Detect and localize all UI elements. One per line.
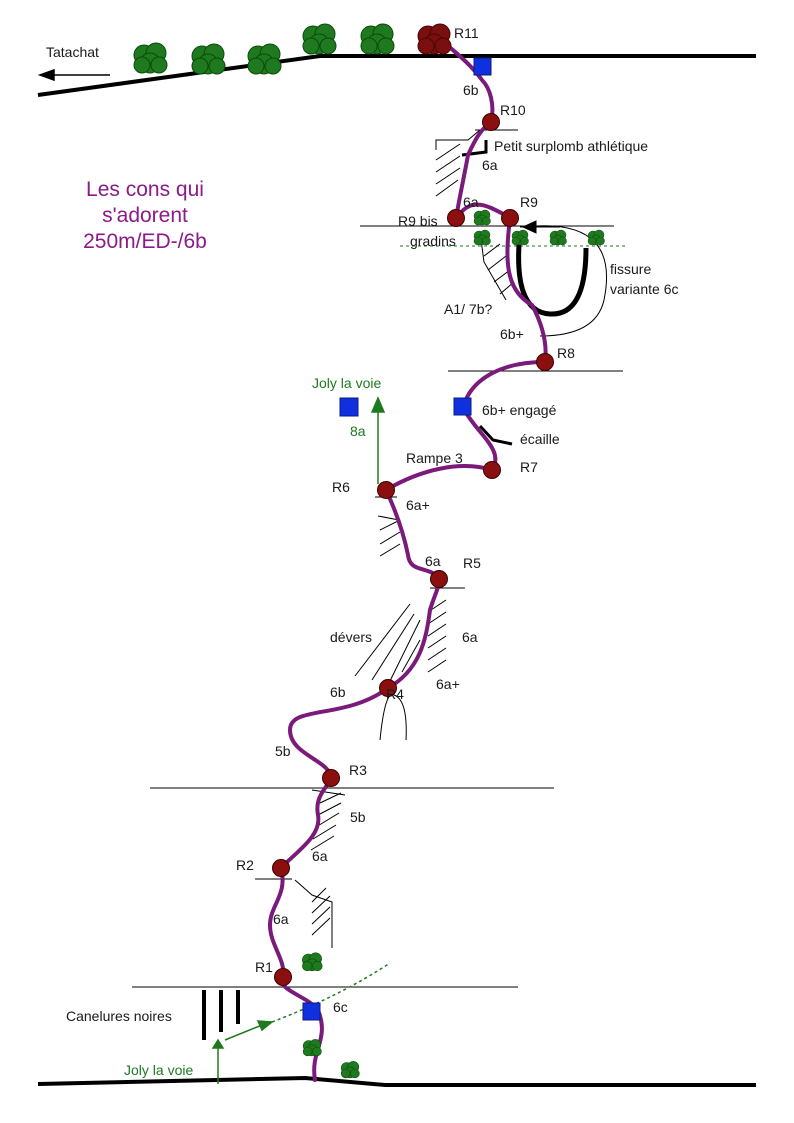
label-rampe: Rampe 3 [406,450,463,466]
belay-r5 [430,570,448,588]
bolt-6c [302,1002,321,1021]
trees [133,23,605,1079]
label-variante: variante 6c [610,281,678,297]
belay-label-r5: R5 [463,555,481,571]
belay-r6 [377,481,395,499]
bolts [302,57,492,1021]
belay-label-r1: R1 [255,959,273,975]
title-line-2: s'adorent [102,204,188,227]
canelures-marks [202,990,240,1040]
r9-arrow [520,220,560,234]
tree-top-3 [247,43,282,75]
label-joly-mid: Joly la voie [312,375,381,391]
tree-r9-3 [511,229,529,246]
fissure-outline [535,225,608,337]
belay-label-r11: R11 [454,25,479,41]
tree-r9-2 [473,229,491,246]
belay-r1 [274,968,292,986]
bolt-8a [339,397,359,417]
grade-6b-plus-r8: 6b+ [500,326,524,342]
base-ground-line [37,1075,756,1087]
grade-6a-plus-r4: 6a+ [436,676,460,692]
tree-top-2 [191,43,226,75]
belay-r4 [379,679,397,697]
tree-r1 [302,952,323,972]
label-joly-bottom: Joly la voie [124,1062,193,1078]
tree-top-1 [133,42,168,74]
tree-top-5 [360,23,395,55]
grade-6a-r4: 6a [462,629,478,645]
ecaille-stroke [478,424,513,446]
belay-label-r8: R8 [557,345,575,361]
belay-label-r3: R3 [349,762,367,778]
tatachat-arrow [37,68,110,82]
belay-label-r2: R2 [236,857,254,873]
tree-r9-4 [549,229,567,246]
bolt-r11 [473,57,492,76]
grade-6c: 6c [333,999,348,1015]
hatch-r6 [377,515,401,557]
tree-bottom-2 [340,1061,360,1079]
label-surplomb: Petit surplomb athlétique [494,138,648,154]
belay-label-r6: R6 [332,479,350,495]
belay-r8 [536,353,554,371]
tree-top-4 [302,23,337,55]
belay-label-r9: R9 [520,194,538,210]
grade-8a: 8a [350,423,366,439]
label-a1: A1/ 7b? [444,301,492,317]
belay-r9bis [447,209,465,227]
main-route [267,36,548,1082]
tree-r9-1 [473,209,491,226]
grade-6b-r10: 6b [463,82,479,98]
grade-6a-r2: 6a [312,848,328,864]
grade-6b-plus-engage: 6b+ engagé [482,402,557,418]
belay-label-r9bis: R9 bis [398,213,438,229]
title-line-1: Les cons qui [86,178,204,201]
devers-hatch [354,599,447,741]
joly-variant-route [211,962,391,1084]
belay-label-r10: R10 [500,102,526,118]
joly-upper-arrow [370,396,386,484]
belays [272,113,554,986]
hatch-r2-r3 [310,789,346,851]
belay-label-r7: R7 [520,459,538,475]
label-tatachat: Tatachat [46,44,99,60]
belay-r9 [501,209,519,227]
belay-r10 [482,113,500,131]
label-canelures: Canelures noires [66,1008,172,1024]
fissure-u-shape [516,231,589,317]
hatch-r1-r2 [294,879,333,948]
label-devers: dévers [330,629,372,645]
grade-6a-r1: 6a [273,911,289,927]
belay-r7 [483,461,501,479]
hatch-r10 [435,129,481,197]
label-fissure: fissure [610,261,651,277]
belay-label-r4: R4 [386,686,404,702]
grade-5b-r2: 5b [350,809,366,825]
grade-6b-r4: 6b [330,684,346,700]
grade-6a-plus-r6: 6a+ [406,497,430,513]
belay-r2 [272,859,290,877]
grade-5b-r3: 5b [275,743,291,759]
belay-r3 [322,769,340,787]
tree-bottom-1 [302,1039,322,1057]
tree-top-r11 [417,23,452,55]
grade-6a-r9bis: 6a [463,194,479,210]
bolt-6b-engage [453,397,472,416]
label-gradins: gradins [410,233,456,249]
tree-r9-5 [587,229,605,246]
label-ecaille: écaille [520,431,560,447]
title-line-3: 250m/ED-/6b [83,230,207,253]
grade-6a-r5: 6a [425,553,441,569]
grade-6a-r10: 6a [482,157,498,173]
summit-ground-line [37,54,756,97]
